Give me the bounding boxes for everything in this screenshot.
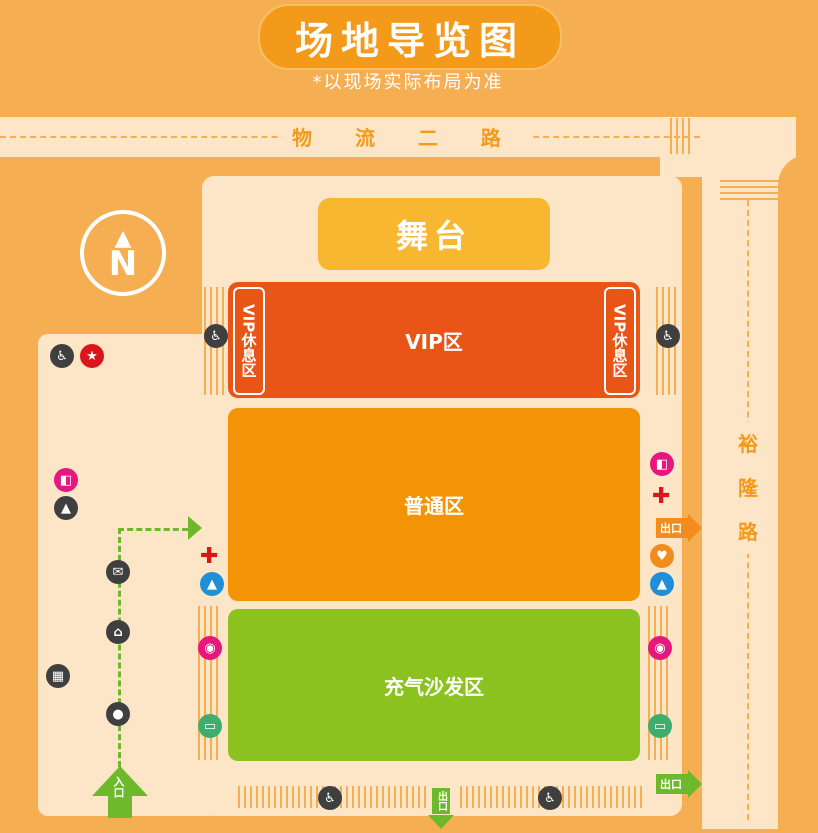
star-icon: ★: [80, 344, 104, 368]
exit-arrow-icon: [428, 815, 454, 829]
locker-icon: ▦: [46, 664, 70, 688]
ticket-check-icon: ✉: [106, 560, 130, 584]
page-title: 场地导览图: [258, 4, 562, 70]
exit-label: 出口: [656, 518, 688, 538]
first-aid-icon: ✚: [652, 484, 671, 509]
restroom-icon: ♿: [50, 344, 74, 368]
entrance-marker[interactable]: 入口: [92, 766, 148, 818]
compass-letter: N: [108, 244, 138, 284]
exit-east-bottom[interactable]: 出口: [656, 770, 702, 798]
general-zone[interactable]: 普通区: [228, 408, 640, 601]
path-arrow-icon: [188, 516, 202, 540]
restroom-icon: ♿: [318, 786, 342, 810]
security-gate-icon: ⌂: [106, 620, 130, 644]
food-icon: ◉: [648, 636, 672, 660]
exit-arrow-icon: [688, 514, 702, 542]
drink-icon: ◧: [650, 452, 674, 476]
exit-east-middle[interactable]: 出口: [656, 514, 702, 542]
exit-arrow-icon: [688, 770, 702, 798]
restroom-icon: ♿: [656, 324, 680, 348]
entrance-arrow-icon: [92, 766, 148, 818]
vip-zone[interactable]: VIP区: [228, 282, 640, 398]
food-icon: ◉: [198, 636, 222, 660]
police-icon: ▲: [54, 496, 78, 520]
police-icon: ▲: [650, 572, 674, 596]
east-road-char: 裕: [738, 432, 758, 456]
restroom-icon: ♿: [538, 786, 562, 810]
crosswalk-north-east: [806, 118, 818, 154]
east-road-char: 路: [738, 520, 758, 544]
crosswalk-east: [720, 178, 780, 200]
east-road-char: 隆: [738, 476, 758, 500]
entrance-path: [118, 528, 121, 776]
car-icon: ▭: [648, 714, 672, 738]
vip-zone-label: VIP区: [405, 329, 463, 354]
east-road-edge: [778, 155, 818, 829]
police-icon: ▲: [200, 572, 224, 596]
east-road-label: 裕 隆 路: [733, 422, 763, 554]
stage: 舞台: [318, 198, 550, 270]
vip-rest-area-right[interactable]: VIP休息区: [604, 287, 636, 395]
first-aid-icon: ✚: [200, 544, 219, 569]
exit-south[interactable]: 出口: [428, 788, 454, 829]
north-road-label: 物 流 二 路: [282, 124, 529, 152]
vip-rest-area-left[interactable]: VIP休息区: [233, 287, 265, 395]
subtitle-note: *以现场实际布局为准: [312, 72, 504, 93]
north-compass: ▲ N: [80, 210, 166, 296]
charging-icon: ♥: [650, 544, 674, 568]
compass-arrow-icon: ▲: [114, 226, 132, 251]
general-zone-label: 普通区: [404, 494, 464, 518]
exit-label: 出口: [432, 788, 450, 814]
crowd-icon: ●: [106, 702, 130, 726]
drink-icon: ◧: [54, 468, 78, 492]
entrance-label: 入口: [112, 776, 125, 798]
exit-label: 出口: [656, 774, 688, 794]
path-to-gate: [118, 528, 188, 531]
sofa-zone[interactable]: 充气沙发区: [228, 609, 640, 761]
restroom-icon: ♿: [204, 324, 228, 348]
car-icon: ▭: [198, 714, 222, 738]
sofa-zone-label: 充气沙发区: [384, 674, 484, 699]
